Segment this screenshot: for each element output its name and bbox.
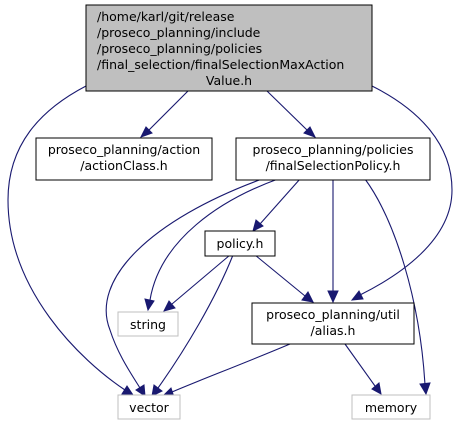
node-label-line-3: /proseco_planning/policies (97, 41, 262, 56)
node-label: vector (129, 400, 170, 415)
edge-final-selection-policy-to-policy (259, 178, 301, 225)
node-label-line-1: /home/karl/git/release (97, 9, 235, 24)
edge-main-to-action-class (148, 90, 189, 131)
edge-final-selection-policy-to-vector-arrowhead (135, 384, 146, 397)
edge-final-selection-policy-to-memory (364, 178, 426, 386)
node-box (35, 137, 213, 181)
node-label-line-2: /alias.h (311, 323, 356, 338)
edge-final-selection-policy-to-string-arrowhead (144, 298, 155, 312)
node-string[interactable]: string (117, 311, 179, 337)
edge-final-selection-policy-to-vector (105, 178, 263, 389)
edge-main-to-alias-arrowhead (350, 290, 364, 301)
node-action-class-h[interactable]: proseco_planning/action /actionClass.h (35, 137, 213, 181)
edge-main-to-final-selection-policy-arrowhead (303, 126, 317, 138)
edge-final-selection-policy-to-string (149, 178, 279, 301)
node-label: string (130, 317, 166, 332)
edge-main-to-vector (7, 85, 126, 391)
node-label-line-2: /finalSelectionPolicy.h (266, 158, 401, 173)
node-label: memory (365, 400, 418, 415)
edge-main-to-action-class-arrowhead (139, 126, 153, 138)
node-label-line-1: proseco_planning/action (48, 142, 200, 157)
edge-policy-to-alias (254, 254, 306, 297)
node-memory[interactable]: memory (351, 394, 431, 420)
node-final-selection-max-action-value-h[interactable]: /home/karl/git/release /proseco_planning… (85, 4, 373, 92)
node-box (117, 311, 179, 337)
edge-final-selection-policy-to-memory-arrowhead (419, 382, 431, 396)
edge-policy-to-string-arrowhead (163, 300, 176, 312)
edge-final-selection-policy-to-policy-arrowhead (252, 219, 264, 232)
node-label-line-2: /proseco_planning/include (97, 25, 261, 40)
node-label: policy.h (217, 236, 264, 251)
node-policy-h[interactable]: policy.h (204, 230, 276, 257)
node-alias-h[interactable]: proseco_planning/util /alias.h (251, 302, 415, 345)
edge-policy-to-vector (157, 254, 234, 389)
node-label-line-1: proseco_planning/util (266, 307, 400, 322)
node-label-line-2: /actionClass.h (80, 158, 167, 173)
node-label-line-4: /final_selection/finalSelectionMaxAction (97, 57, 344, 72)
node-label-line-1: proseco_planning/policies (253, 142, 414, 157)
node-box (351, 394, 431, 420)
edge-alias-to-memory (344, 343, 376, 387)
node-box (251, 302, 415, 345)
edge-alias-to-memory-arrowhead (371, 382, 382, 395)
edge-final-selection-policy-to-alias-arrowhead (327, 290, 339, 304)
edge-policy-to-vector-arrowhead (151, 384, 163, 397)
edge-main-to-alias (359, 85, 453, 296)
node-vector[interactable]: vector (117, 394, 181, 420)
node-final-selection-policy-h[interactable]: proseco_planning/policies /finalSelectio… (235, 137, 431, 181)
node-box (204, 230, 276, 257)
node-label-line-5: Value.h (206, 73, 252, 88)
edge-policy-to-alias-arrowhead (301, 291, 314, 303)
node-box (85, 4, 373, 92)
edge-main-to-vector-arrowhead (121, 385, 134, 396)
edge-alias-to-vector (171, 343, 291, 393)
node-box (117, 394, 181, 420)
edge-policy-to-string (171, 254, 231, 305)
node-box (235, 137, 431, 181)
edge-main-to-final-selection-policy (266, 90, 308, 131)
